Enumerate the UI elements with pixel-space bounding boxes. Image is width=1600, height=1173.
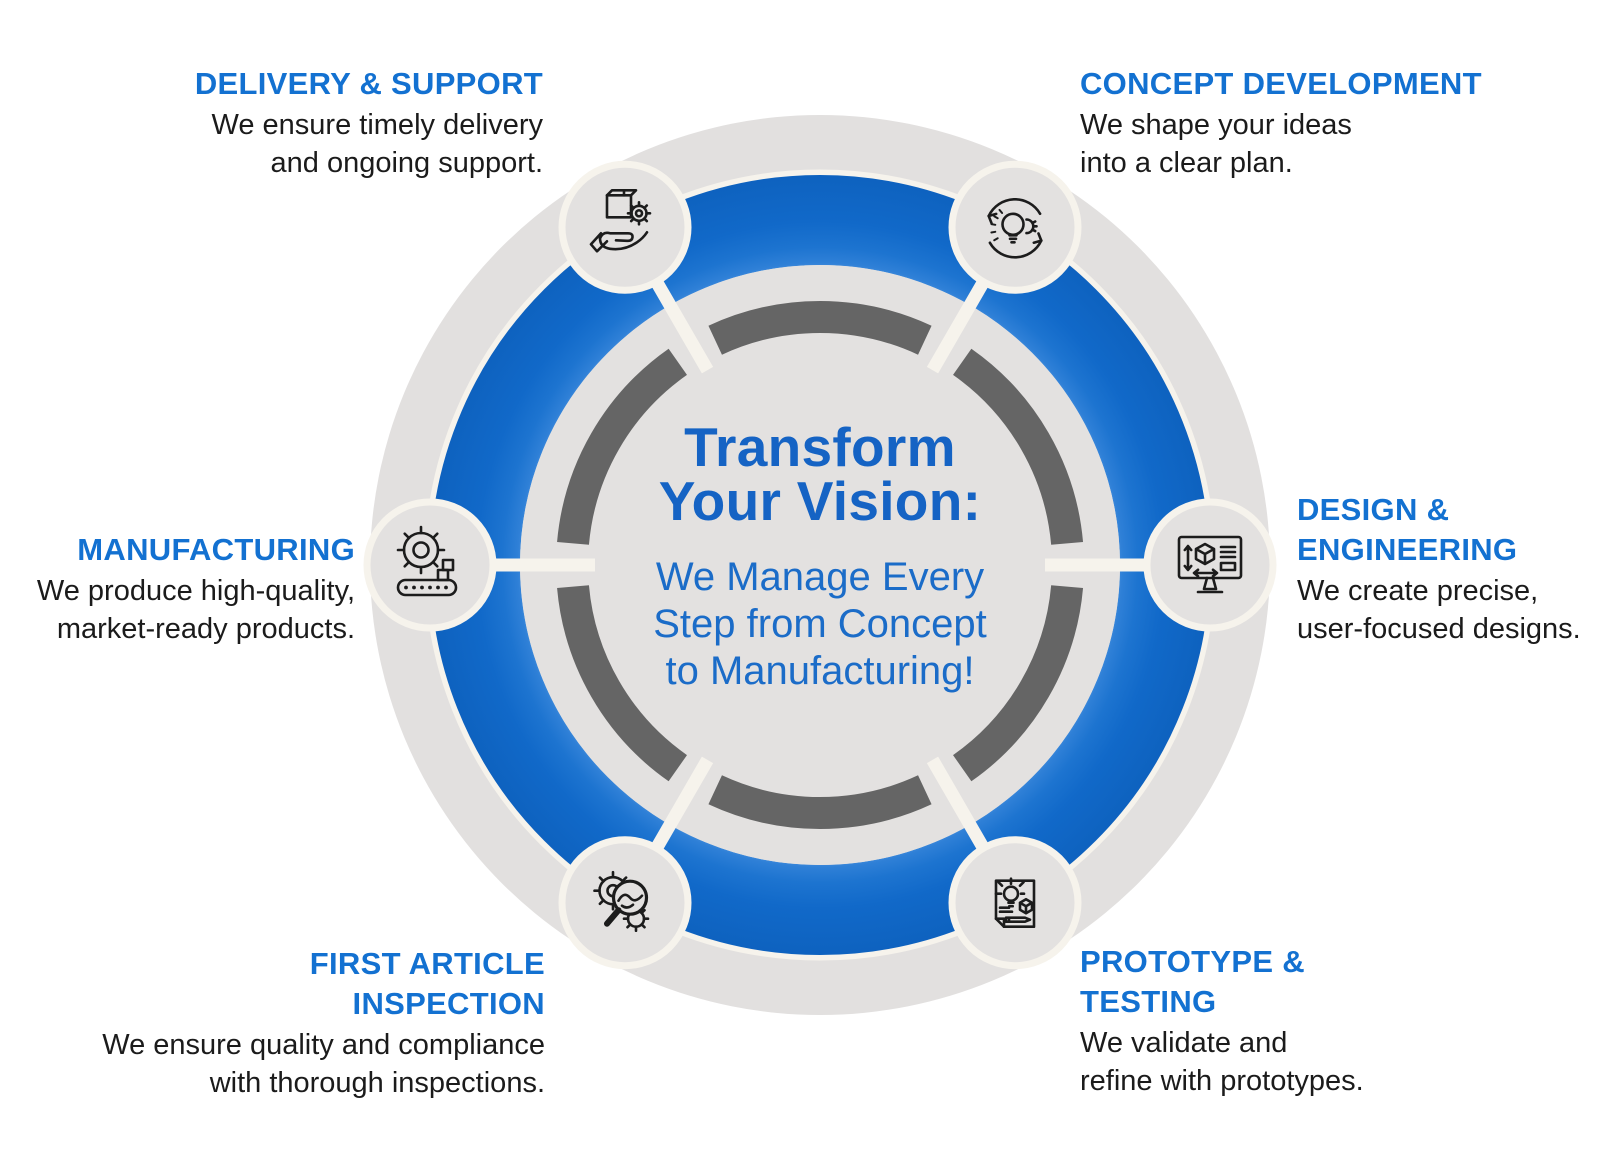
stage-label-first-article-inspection: FIRST ARTICLE INSPECTION We ensure quali… [102, 944, 545, 1102]
node-concept-development [948, 160, 1082, 294]
node-design-engineering [1143, 498, 1277, 632]
stage-label-design-engineering: DESIGN & ENGINEERING We create precise, … [1297, 490, 1581, 648]
stage-description: We ensure timely delivery and ongoing su… [211, 109, 543, 179]
stage-label-prototype-testing: PROTOTYPE & TESTING We validate and refi… [1080, 942, 1364, 1100]
cad-monitor-icon [1177, 535, 1243, 594]
stage-label-delivery-support: DELIVERY & SUPPORT We ensure timely deli… [195, 64, 543, 182]
center-heading-line: Your Vision: [658, 470, 982, 532]
stage-label-manufacturing: MANUFACTURING We produce high-quality, m… [37, 530, 355, 648]
stage-title: DELIVERY & SUPPORT [194, 66, 543, 101]
stage-description: We validate and refine with prototypes. [1080, 1027, 1364, 1097]
center-subtitle-line: to Manufacturing! [665, 649, 975, 693]
center-text: Transform Your Vision: We Manage Every S… [530, 420, 1110, 695]
stage-description: We ensure quality and compliance with th… [102, 1029, 545, 1099]
hand-box-gear-icon [589, 189, 652, 253]
stage-description: We create precise, user-focused designs. [1297, 575, 1581, 645]
gear-conveyor-icon [396, 525, 458, 597]
center-subtitle-line: Step from Concept [653, 602, 987, 646]
stage-title: CONCEPT DEVELOPMENT [1080, 66, 1482, 101]
node-prototype-testing [948, 836, 1082, 970]
center-heading: Transform Your Vision: [530, 416, 1110, 532]
stage-description: We shape your ideas into a clear plan. [1080, 109, 1352, 179]
stage-title: FIRST ARTICLE INSPECTION [309, 946, 545, 1021]
stage-title: PROTOTYPE & TESTING [1080, 944, 1305, 1019]
magnifier-gear-icon [593, 870, 650, 933]
center-heading-line: Transform [684, 416, 956, 478]
center-subtitle-line: We Manage Every [655, 555, 985, 599]
center-subtitle: We Manage Every Step from Concept to Man… [530, 554, 1110, 695]
lightbulb-gear-cycle-icon [987, 197, 1043, 259]
node-delivery-support [558, 160, 692, 294]
segmented-dark-ring [557, 301, 1084, 829]
stage-label-concept-development: CONCEPT DEVELOPMENT We shape your ideas … [1080, 64, 1482, 182]
center-disk [520, 265, 1120, 865]
blueprint-prototype-icon [994, 877, 1036, 929]
stage-title: MANUFACTURING [77, 532, 355, 567]
stage-title: DESIGN & ENGINEERING [1297, 492, 1518, 567]
stage-description: We produce high-quality, market-ready pr… [36, 575, 355, 645]
